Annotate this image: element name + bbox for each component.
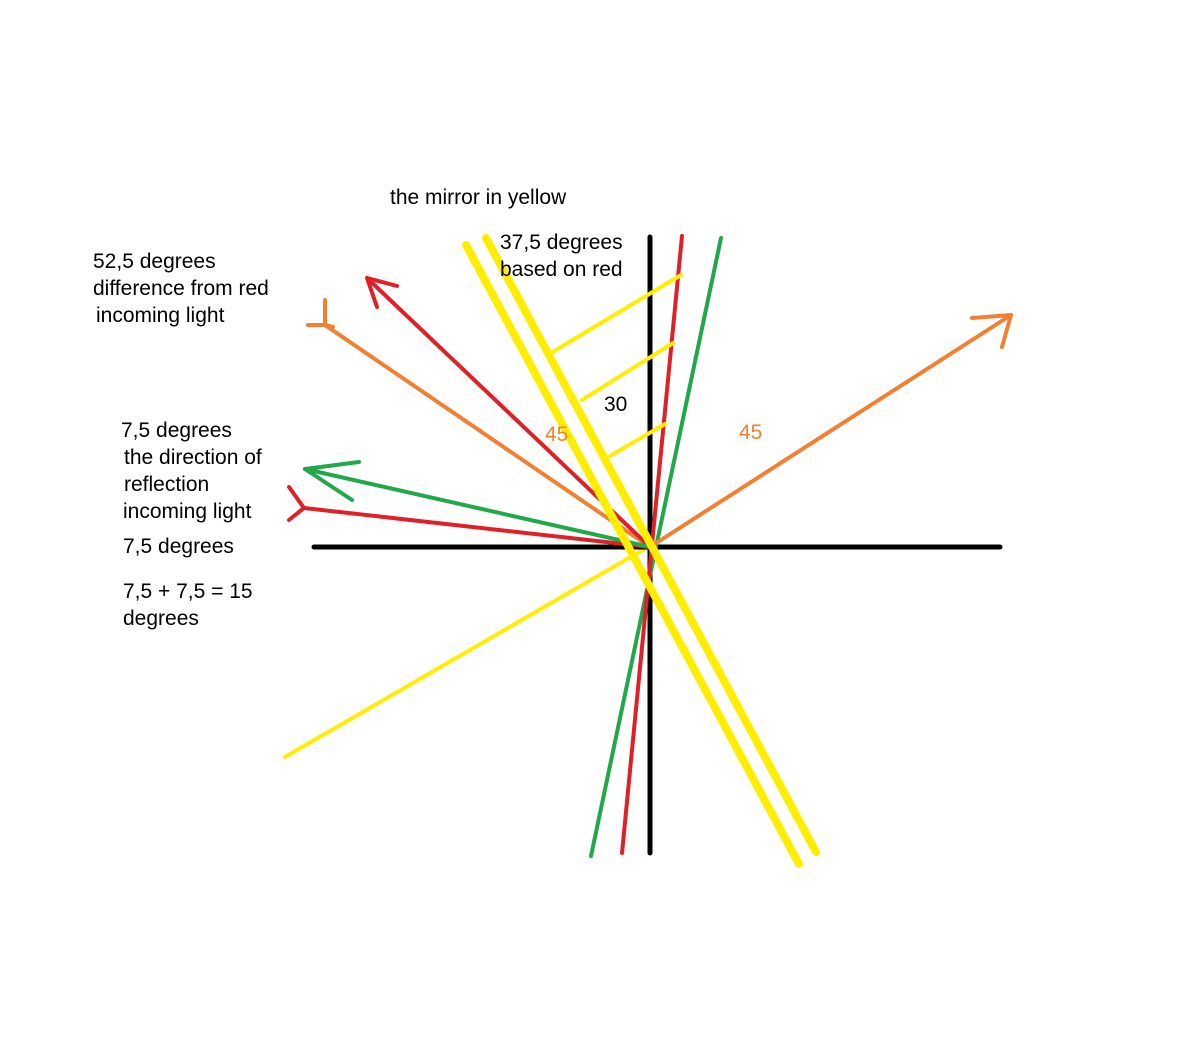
upper-left-line-2: difference from red: [93, 277, 269, 300]
orange-incoming-tail: [306, 298, 335, 329]
reflection-line-4: incoming light: [123, 500, 252, 523]
angle-45-left-label: 45: [545, 423, 569, 446]
reflection-line-3: reflection: [124, 473, 210, 496]
orange-reflected-arrowhead: [970, 313, 1013, 349]
green-reflected-arrowhead: [303, 460, 361, 502]
upper-left-line-3: incoming light: [96, 304, 225, 327]
green-reflected-ray: [303, 467, 652, 549]
mirror-angle-line-1: 37,5 degrees: [500, 231, 623, 254]
mirror-caption: the mirror in yellow: [390, 186, 567, 209]
angle-30-label: 30: [604, 393, 628, 416]
reflection-line-1: 7,5 degrees: [121, 419, 232, 442]
yellow-angle-tick-1: [549, 273, 683, 355]
orange-incoming-ray: [323, 323, 652, 549]
orange-reflected-ray: [648, 313, 1013, 549]
yellow-angle-tick-3: [608, 422, 667, 458]
yellow-angle-tick-2: [580, 341, 675, 402]
mirror-angle-line-2: based on red: [500, 258, 623, 281]
sum-line-1: 7,5 + 7,5 = 15: [123, 580, 253, 603]
lower-angle-label: 7,5 degrees: [123, 535, 234, 558]
yellow-mirror-line-2: [482, 234, 820, 856]
sum-note: 7,5 + 7,5 = 15 degrees: [123, 578, 253, 632]
mirror-angle-label: 37,5 degrees based on red: [500, 229, 623, 283]
sum-line-2: degrees: [123, 607, 199, 630]
yellow-normal-line: [283, 545, 650, 759]
red-incoming-tail: [287, 485, 306, 522]
reflection-note: 7,5 degrees the direction of reflection …: [121, 417, 262, 525]
upper-left-line-1: 52,5 degrees: [93, 250, 216, 273]
yellow-mirror-line-1: [462, 241, 803, 868]
reflection-line-2: the direction of: [124, 446, 262, 469]
upper-left-note: 52,5 degrees difference from red incomin…: [93, 248, 269, 329]
red-incoming-ray: [302, 506, 652, 549]
red-reflected-arrowhead: [365, 276, 399, 309]
angle-45-right-label: 45: [739, 421, 763, 444]
